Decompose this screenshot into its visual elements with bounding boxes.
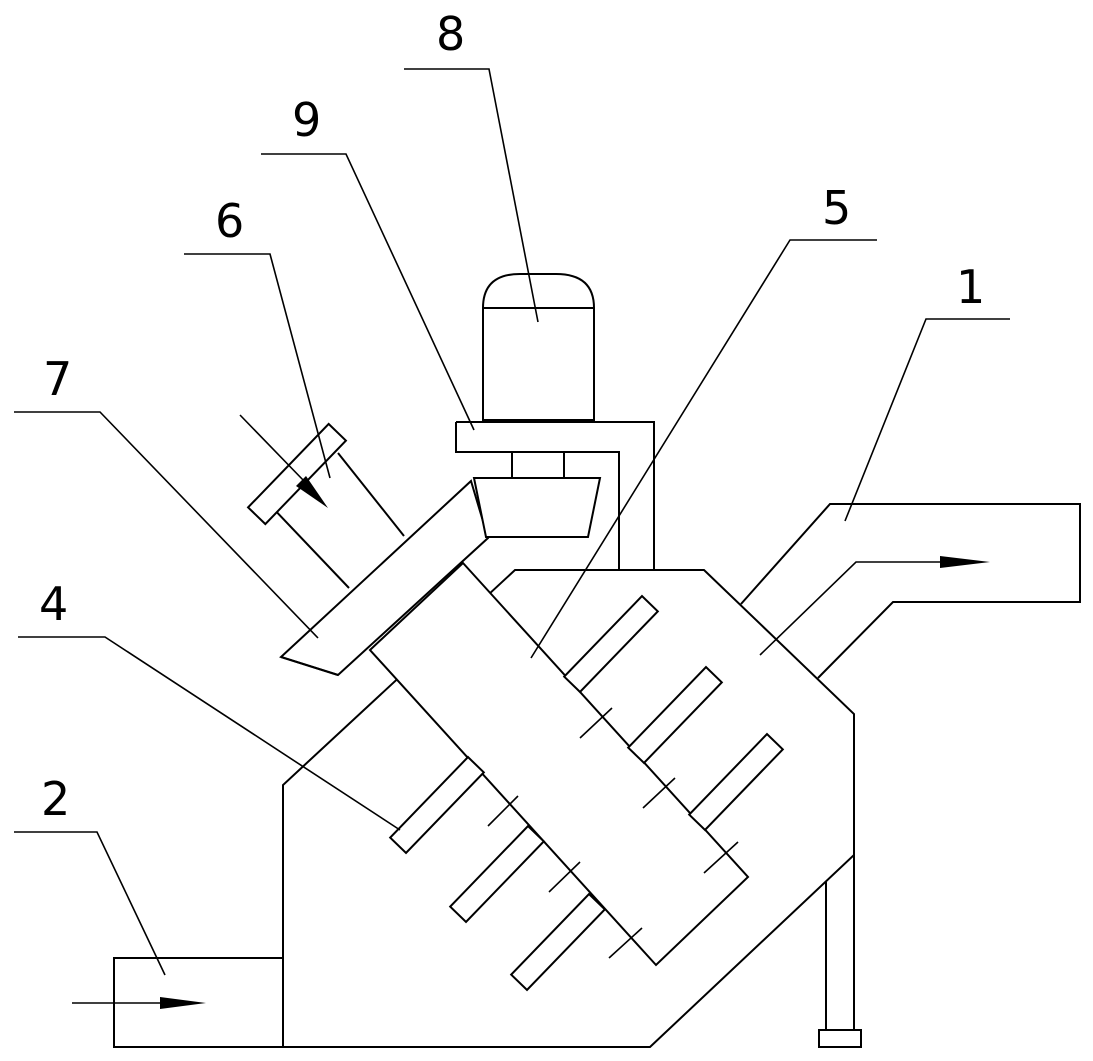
label-7: 7 [43, 352, 72, 406]
feed-pipe [239, 414, 405, 589]
part-labels: 8 9 6 5 1 7 4 2 [39, 7, 985, 826]
label-9: 9 [292, 93, 321, 147]
label-5: 5 [822, 181, 851, 235]
label-6: 6 [215, 194, 244, 248]
outlet-pipe [740, 503, 1081, 679]
rotor-paddles [388, 594, 785, 992]
drive-coupling [472, 451, 602, 538]
leader-lines [14, 68, 1010, 976]
housing-body [282, 569, 855, 1048]
inclined-rotor [368, 561, 750, 967]
inlet-pipe [72, 957, 283, 1048]
label-8: 8 [436, 7, 465, 61]
label-1: 1 [956, 260, 985, 314]
motor [482, 273, 595, 421]
label-2: 2 [41, 772, 70, 826]
support-leg [818, 855, 862, 1048]
label-4: 4 [39, 577, 68, 631]
